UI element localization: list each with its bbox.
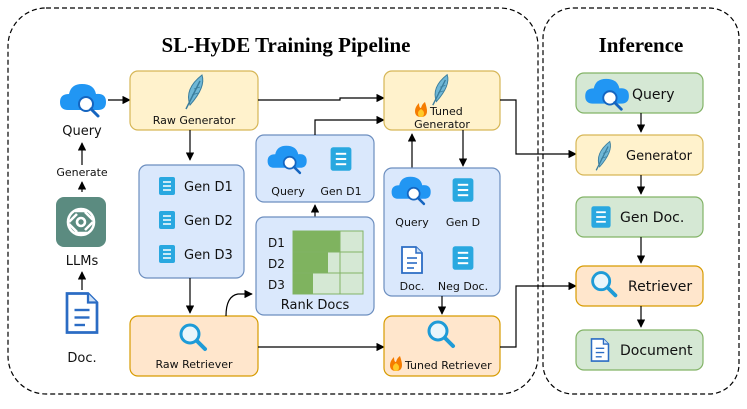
gen-doc-icon bbox=[158, 244, 176, 264]
tuned-generator-line1: Tuned bbox=[429, 105, 463, 118]
rank-row-label-1: D1 bbox=[268, 236, 285, 250]
gen-docs-box: Gen D1 Gen D2 Gen D3 bbox=[138, 164, 245, 279]
llms-node: LLMs bbox=[56, 197, 106, 269]
inference-query-box: Query bbox=[575, 72, 704, 114]
training-title: SL-HyDE Training Pipeline bbox=[162, 33, 411, 57]
arrow-raw-generator-to-tuned-generator bbox=[258, 93, 385, 103]
inference-gen-doc-box: Gen Doc. bbox=[575, 196, 704, 238]
quad-neg-label: Neg Doc. bbox=[438, 280, 488, 293]
generate-label: Generate bbox=[56, 166, 108, 179]
inference-generator-box: Generator bbox=[575, 134, 704, 176]
rank-row-label-2: D2 bbox=[268, 257, 285, 271]
llms-label: LLMs bbox=[66, 254, 99, 269]
inference-document-label: Document bbox=[620, 343, 693, 359]
arrow-tuned-retriever-to-inference-retriever bbox=[500, 281, 577, 348]
gen-doc-icon bbox=[451, 177, 475, 203]
gen-doc-icon bbox=[158, 210, 176, 230]
gen-doc-icon bbox=[329, 146, 353, 172]
pair-query-label: Query bbox=[271, 185, 305, 198]
gen-doc-icon bbox=[590, 205, 612, 229]
tuned-generator-line2: Generator bbox=[414, 118, 470, 131]
raw-generator-box: Raw Generator bbox=[129, 70, 259, 131]
rank-bar-3 bbox=[293, 273, 313, 294]
quad-query-label: Query bbox=[395, 216, 429, 229]
inference-document-box: Document bbox=[575, 329, 704, 371]
quad-gen-label: Gen D bbox=[446, 216, 480, 229]
query-label: Query bbox=[62, 124, 102, 139]
tuned-retriever-label: Tuned Retriever bbox=[404, 359, 492, 372]
document-icon bbox=[401, 246, 423, 274]
doc-label: Doc. bbox=[67, 351, 96, 366]
llm-logo-icon bbox=[56, 197, 106, 247]
inference-query-label: Query bbox=[632, 87, 675, 103]
inference-gen-doc-label: Gen Doc. bbox=[620, 210, 684, 226]
inference-generator-label: Generator bbox=[626, 149, 693, 164]
arrow-tuned-generator-to-inference-generator bbox=[500, 99, 577, 159]
gen-doc-label-2: Gen D2 bbox=[184, 214, 233, 229]
rank-bar-1 bbox=[293, 231, 340, 252]
pair-gen-label: Gen D1 bbox=[320, 185, 361, 198]
training-region bbox=[7, 7, 539, 395]
rank-docs-box: D1 D2 D3 Rank Docs bbox=[255, 216, 375, 316]
query-node: Query bbox=[58, 82, 108, 139]
document-icon bbox=[65, 292, 99, 334]
document-icon bbox=[590, 338, 610, 362]
rank-bar-2 bbox=[293, 252, 328, 273]
inference-retriever-box: Retriever bbox=[575, 265, 704, 307]
inference-title: Inference bbox=[599, 33, 684, 57]
inference-region bbox=[542, 7, 740, 395]
arrow-pair-to-tuned-generator bbox=[314, 115, 385, 135]
rank-docs-label: Rank Docs bbox=[281, 298, 350, 313]
rank-row-label-3: D3 bbox=[268, 278, 285, 292]
raw-retriever-label: Raw Retriever bbox=[155, 358, 232, 371]
quad-doc-label: Doc. bbox=[400, 280, 425, 293]
arrow-raw-retriever-to-rank-docs bbox=[225, 289, 253, 317]
training-pairs-box: Query Gen D Doc. Neg Doc. bbox=[383, 167, 501, 297]
gen-doc-label-3: Gen D3 bbox=[184, 248, 233, 263]
tuned-retriever-box: Tuned Retriever bbox=[383, 315, 501, 377]
raw-retriever-box: Raw Retriever bbox=[129, 315, 259, 377]
cloud-search-icon bbox=[58, 82, 108, 118]
openai-icon bbox=[66, 207, 96, 237]
tuned-generator-box: Tuned Generator bbox=[383, 70, 501, 131]
gen-doc-icon bbox=[158, 176, 176, 196]
inference-retriever-label: Retriever bbox=[628, 279, 692, 295]
neg-doc-icon bbox=[451, 245, 475, 271]
raw-generator-label: Raw Generator bbox=[153, 114, 236, 127]
query-gen-pair-box: Query Gen D1 bbox=[255, 134, 375, 203]
doc-node: Doc. bbox=[65, 292, 99, 366]
gen-doc-label-1: Gen D1 bbox=[184, 180, 233, 195]
